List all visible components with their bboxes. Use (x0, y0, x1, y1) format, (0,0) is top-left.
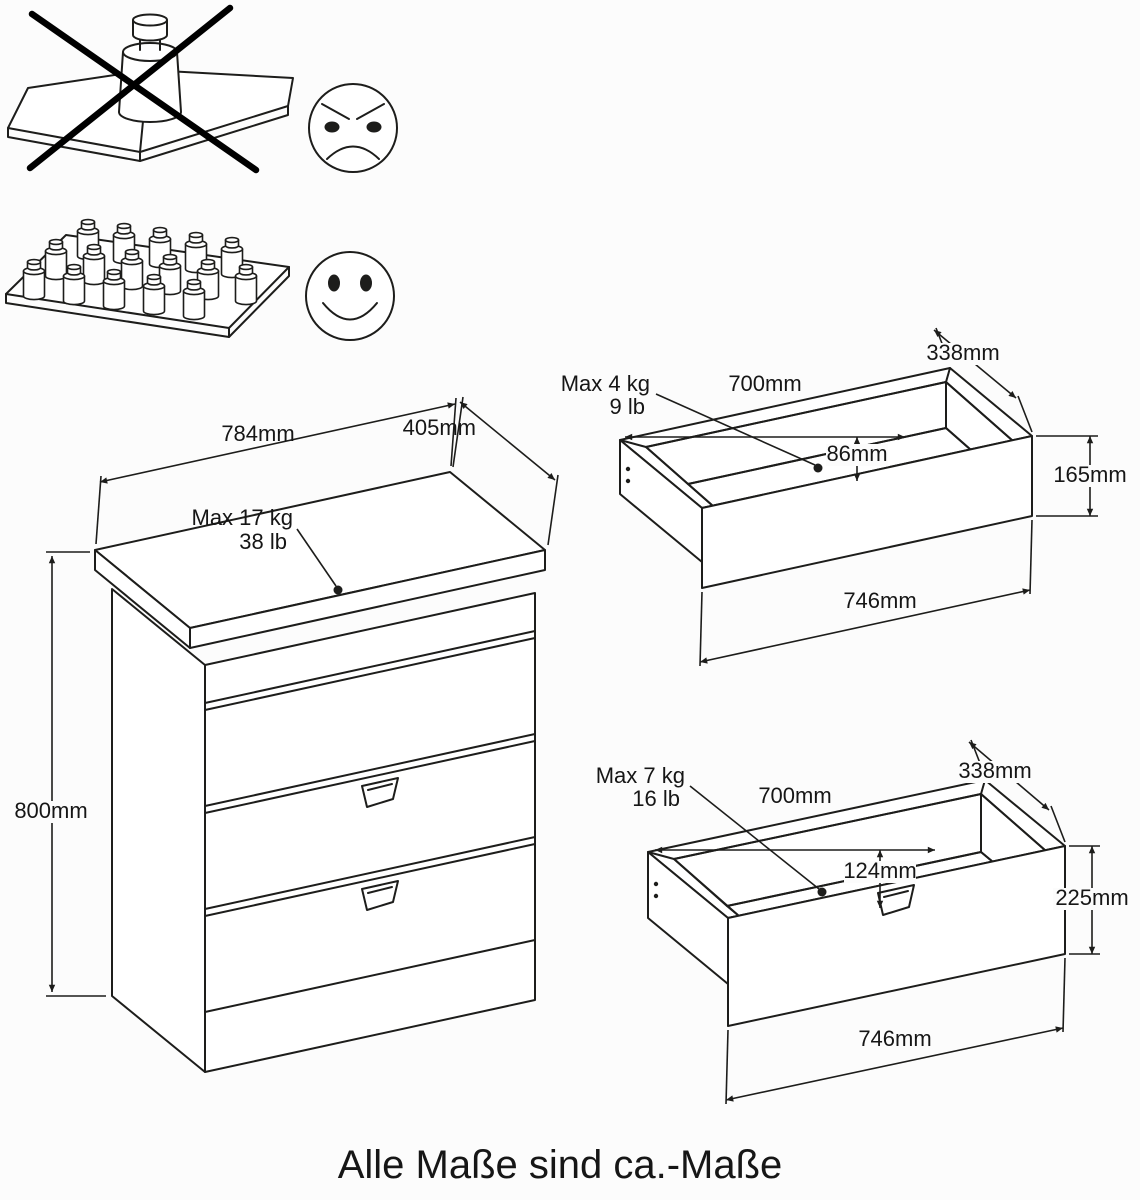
heavy-weight-icon (118, 13, 182, 123)
drawer-handle-icon (361, 777, 399, 808)
bottom-drawer-outer-width-label: 746mm (858, 1026, 931, 1051)
load-point-dot (817, 887, 827, 897)
angry-face-icon (308, 83, 398, 173)
bottom-drawer-depth-label: 338mm (958, 758, 1031, 783)
bottom-drawer-inner-height-label: 124mm (843, 858, 916, 883)
dresser-max-load-kg: Max 17 kg (192, 505, 294, 530)
bottom-drawer-front-height-label: 225mm (1055, 885, 1128, 910)
allowed-loading-figure (5, 218, 290, 338)
dresser-figure (94, 471, 546, 1073)
prohibited-loading-figure (7, 4, 294, 174)
bottom-drawer-max-load-kg: Max 7 kg (596, 763, 685, 788)
dresser-dimensions: 784mm 405mm 800mm Max 17 kg 38 lb (12, 396, 559, 997)
footer-note: Alle Maße sind ca.-Maße (338, 1143, 783, 1187)
top-drawer-figure (619, 367, 1033, 589)
bottom-drawer-inner-width-label: 700mm (758, 783, 831, 808)
top-drawer-outer-width-label: 746mm (843, 588, 916, 613)
dresser-height-label: 800mm (14, 798, 87, 823)
bottom-drawer-dimensions: Max 7 kg 16 lb 700mm 124mm 338mm 225mm 7… (596, 739, 1131, 1105)
load-point-dot (333, 585, 343, 595)
top-drawer-inner-height-label: 86mm (826, 441, 887, 466)
top-drawer-inner-width-label: 700mm (728, 371, 801, 396)
drawer-handle-icon (361, 880, 399, 911)
top-drawer-dimensions: Max 4 kg 9 lb 700mm 86mm 338mm 165mm 746… (561, 327, 1129, 667)
top-drawer-max-load-lb: 9 lb (610, 394, 645, 419)
top-drawer-front-height-label: 165mm (1053, 462, 1126, 487)
top-drawer-max-load-kg: Max 4 kg (561, 371, 650, 396)
load-point-dot (813, 463, 823, 473)
dresser-max-load-lb: 38 lb (239, 529, 287, 554)
dresser-depth-label: 405mm (403, 415, 476, 440)
smiley-face-icon (305, 251, 395, 341)
dresser-width-label: 784mm (221, 421, 294, 446)
top-drawer-depth-label: 338mm (926, 340, 999, 365)
cross-out-icon (26, 4, 260, 174)
bottom-drawer-figure (647, 779, 1066, 1027)
bottom-drawer-max-load-lb: 16 lb (632, 786, 680, 811)
